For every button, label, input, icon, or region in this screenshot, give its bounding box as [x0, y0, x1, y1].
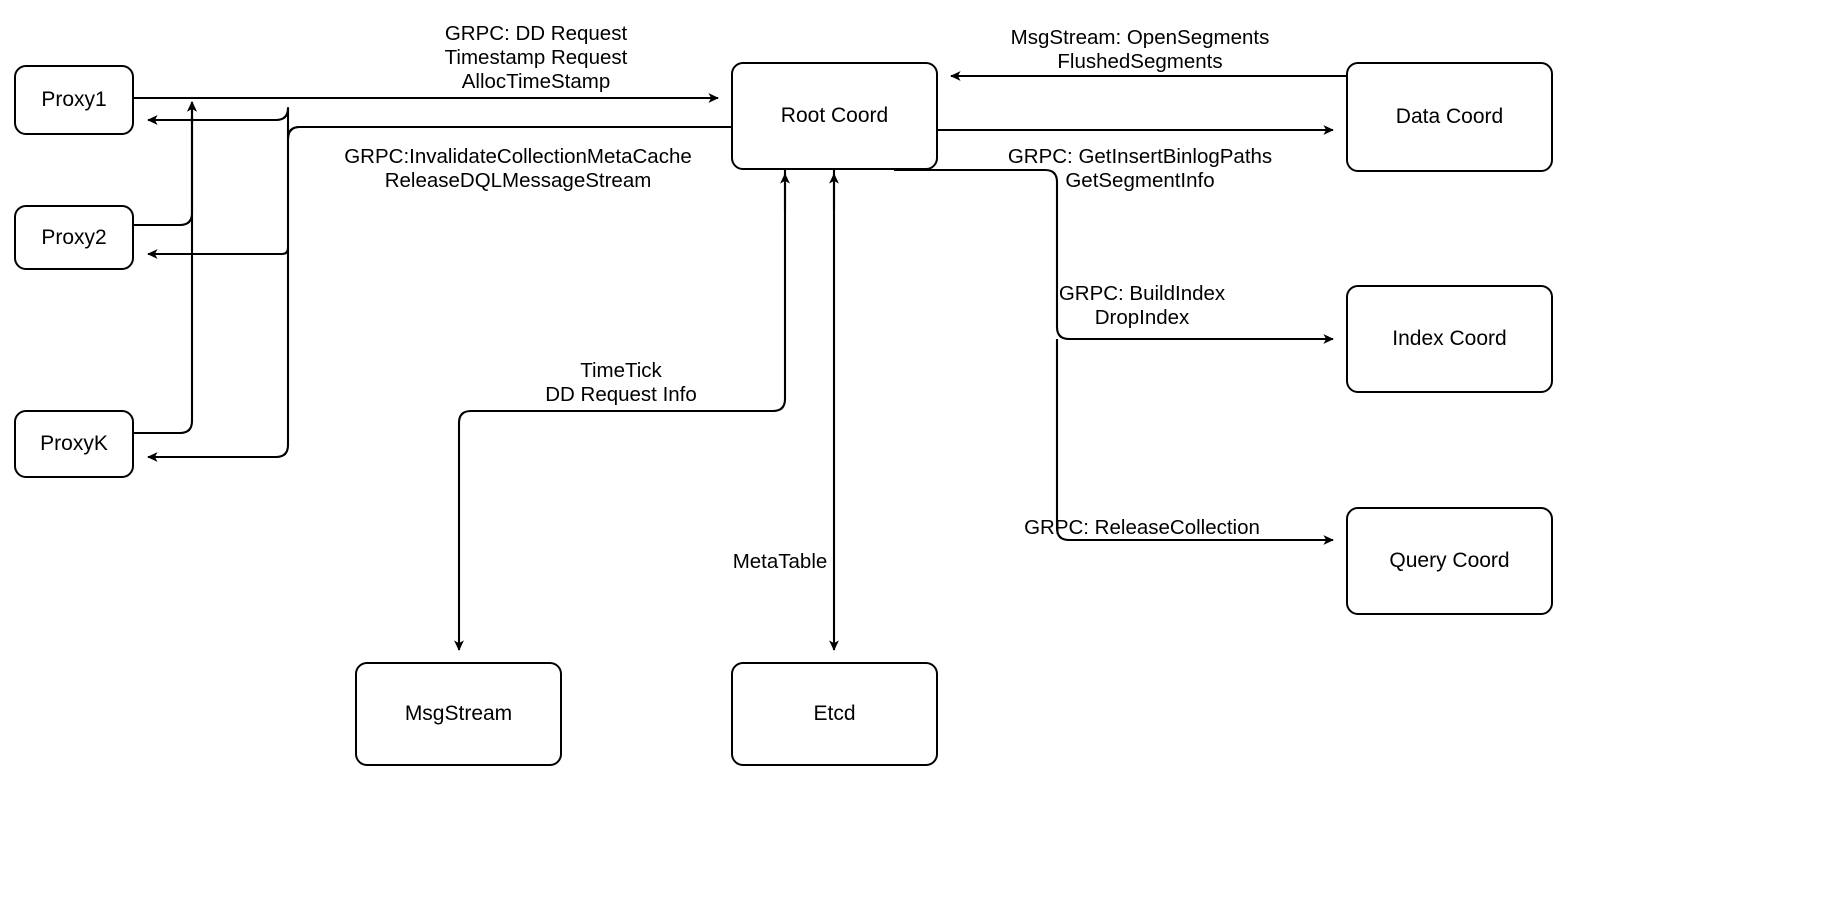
- node-index-coord-label: Index Coord: [1392, 327, 1507, 351]
- edge-label-root-to-etcd: MetaTable: [732, 550, 828, 573]
- edge-rootcoord-bus-channel: [147, 125, 731, 462]
- node-data-coord-label: Data Coord: [1395, 105, 1504, 129]
- edge-label-proxy-to-root: GRPC: DD Request Timestamp Request Alloc…: [444, 22, 628, 94]
- edge-label-root-to-indexcoord: GRPC: BuildIndex DropIndex: [1058, 282, 1226, 330]
- node-etcd-label: Etcd: [813, 702, 856, 726]
- node-proxy1-label: Proxy1: [41, 88, 107, 112]
- node-msgstream-label: MsgStream: [404, 702, 513, 726]
- edge-proxyk-to-rootcoord: [134, 101, 197, 435]
- node-data-coord[interactable]: Data Coord: [1346, 62, 1553, 172]
- edge-label-root-to-datacoord: GRPC: GetInsertBinlogPaths GetSegmentInf…: [1007, 145, 1273, 193]
- node-root-coord-label: Root Coord: [780, 104, 889, 128]
- edge-rootcoord-to-proxy1: [147, 106, 731, 141]
- node-root-coord[interactable]: Root Coord: [731, 62, 938, 170]
- edge-rootcoord-to-msgstream: [454, 170, 787, 651]
- edge-rootcoord-to-proxy2: [147, 247, 290, 259]
- node-proxyk[interactable]: ProxyK: [14, 410, 134, 478]
- node-query-coord[interactable]: Query Coord: [1346, 507, 1553, 615]
- edge-label-datacoord-to-root: MsgStream: OpenSegments FlushedSegments: [1010, 26, 1270, 74]
- node-query-coord-label: Query Coord: [1389, 549, 1510, 573]
- node-proxy2-label: Proxy2: [41, 225, 107, 249]
- node-proxyk-label: ProxyK: [40, 432, 108, 456]
- node-proxy2[interactable]: Proxy2: [14, 205, 134, 270]
- node-index-coord[interactable]: Index Coord: [1346, 285, 1553, 393]
- edge-label-root-to-msgstream: TimeTick DD Request Info: [545, 359, 697, 407]
- edge-label-root-to-proxy: GRPC:InvalidateCollectionMetaCache Relea…: [344, 145, 692, 193]
- node-etcd[interactable]: Etcd: [731, 662, 938, 766]
- edge-rootcoord-to-indexcoord: [894, 168, 1334, 344]
- node-msgstream[interactable]: MsgStream: [355, 662, 562, 766]
- node-proxy1[interactable]: Proxy1: [14, 65, 134, 135]
- edge-label-root-to-querycoord: GRPC: ReleaseCollection: [1024, 516, 1260, 539]
- edge-rootcoord-to-querycoord: [1055, 339, 1334, 545]
